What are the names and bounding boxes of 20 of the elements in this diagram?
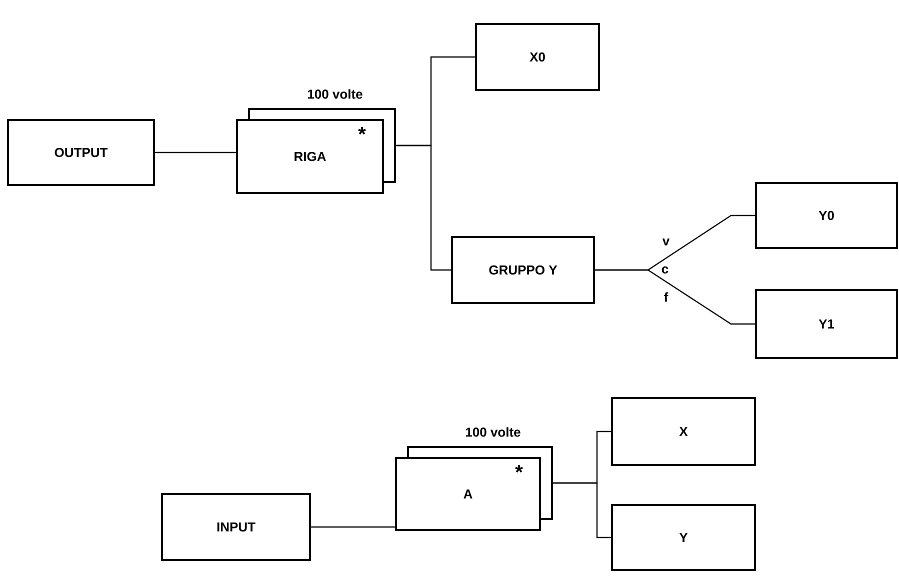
process-box: X0 (475, 23, 600, 91)
connector (155, 152, 236, 154)
repeat-label: 100 volte (466, 427, 520, 437)
connector (553, 482, 611, 538)
repeat-label: 100 volte (308, 89, 362, 99)
asterisk: * (515, 465, 523, 473)
connector (595, 269, 755, 325)
connector (396, 144, 451, 271)
connector (311, 526, 395, 528)
edge-label: f (664, 292, 668, 302)
condition-label: c (662, 266, 668, 274)
process-box: GRUPPO Y (451, 236, 595, 304)
process-box: X (611, 397, 756, 466)
asterisk: * (358, 127, 366, 135)
process-box: Y1 (755, 289, 898, 359)
process-box: OUTPUT (7, 119, 155, 186)
process-box: Y (611, 504, 756, 571)
process-box: INPUT (161, 493, 311, 561)
process-box: Y0 (755, 182, 898, 249)
edge-label: v (662, 238, 670, 246)
